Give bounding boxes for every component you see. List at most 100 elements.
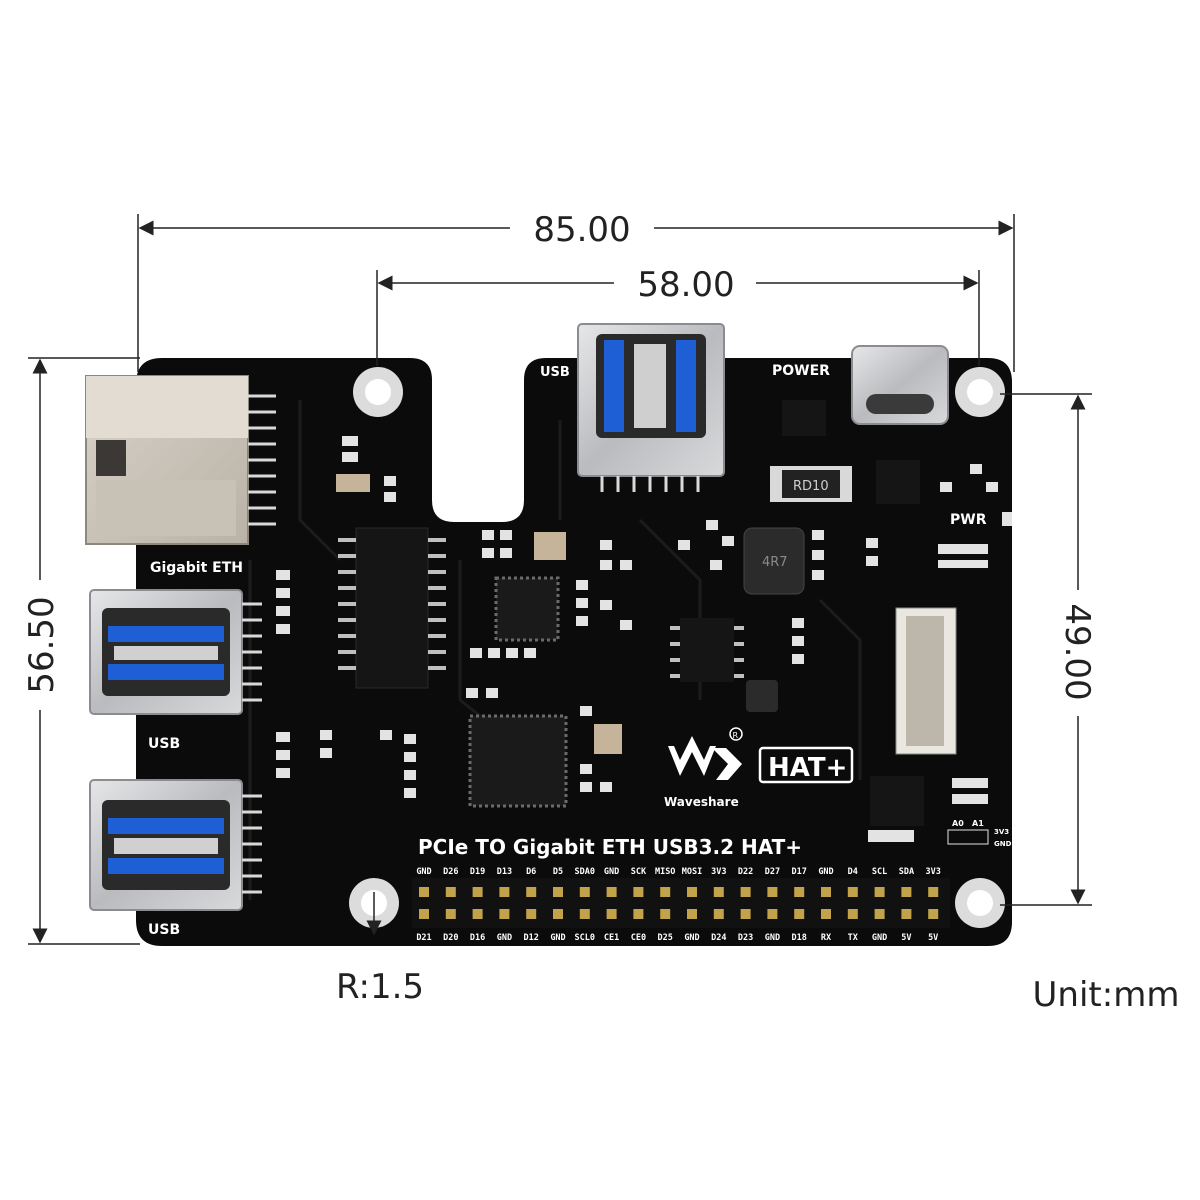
gpio-label-top: D22 — [738, 867, 753, 877]
gpio-pin-top — [660, 887, 671, 897]
chip-right-upper — [876, 460, 920, 504]
gpio-label-top: SDA — [899, 867, 914, 877]
gpio-label-bottom: D12 — [524, 933, 539, 943]
gpio-label-top: GND — [818, 867, 833, 877]
gpio-pin-bottom — [767, 909, 778, 919]
inductor — [743, 527, 805, 595]
gpio-label-top: SCL — [872, 867, 887, 877]
gpio-header-body — [412, 878, 950, 928]
gpio-pin-top — [445, 887, 456, 897]
gpio-label-bottom: GND — [765, 933, 780, 943]
gpio-pin-bottom — [472, 909, 483, 919]
gpio-label-top: 3V3 — [711, 867, 726, 877]
dim-height-overall: 56.50 — [22, 596, 62, 693]
gpio-pin-bottom — [687, 909, 697, 919]
chip-power-regulator — [782, 400, 826, 436]
gpio-pin-bottom — [445, 909, 456, 919]
gpio-label-bottom: D24 — [711, 933, 726, 943]
gpio-pin-top — [928, 887, 939, 897]
gpio-label-bottom: RX — [821, 933, 831, 943]
crystal-1 — [534, 532, 566, 560]
gpio-header — [412, 878, 950, 928]
crystal-2 — [594, 724, 622, 754]
crystal-3 — [336, 474, 370, 492]
gpio-pin-bottom — [847, 909, 858, 919]
hat-badge — [758, 746, 854, 784]
gpio-pin-bottom — [553, 909, 563, 919]
gpio-label-bottom: D20 — [443, 933, 458, 943]
gpio-label-top: GND — [416, 867, 431, 877]
label-a0: A0 — [952, 819, 964, 828]
gpio-pin-top — [553, 887, 563, 897]
gpio-pin-top — [419, 887, 429, 897]
usb-port-left-upper — [89, 589, 262, 715]
gpio-label-top: MOSI — [682, 867, 702, 877]
gpio-label-bottom: GND — [550, 933, 565, 943]
label-usb-top: USB — [540, 365, 570, 380]
mounting-holes — [349, 367, 1005, 928]
gpio-label-bottom: GND — [684, 933, 699, 943]
gpio-pin-top — [499, 887, 510, 897]
gpio-pin-bottom — [606, 909, 617, 919]
gpio-pin-top — [901, 887, 912, 897]
gpio-label-top: D27 — [765, 867, 780, 877]
gpio-label-bottom: D18 — [792, 933, 807, 943]
label-usb-left-2: USB — [148, 922, 180, 938]
gpio-pin-bottom — [713, 909, 724, 919]
label-gigabit-eth: Gigabit ETH — [150, 560, 243, 576]
gpio-label-bottom: CE0 — [631, 933, 646, 943]
gpio-pin-bottom — [928, 909, 939, 919]
smd-passives — [276, 436, 998, 842]
gpio-label-top: GND — [604, 867, 619, 877]
gpio-label-bottom: GND — [872, 933, 887, 943]
gpio-label-top: D19 — [470, 867, 485, 877]
label-gnd: GND — [994, 840, 1012, 848]
gpio-pin-bottom — [901, 909, 912, 919]
gpio-label-bottom: SCL0 — [575, 933, 595, 943]
label-3v3: 3V3 — [994, 828, 1009, 836]
usb-port-left-lower — [89, 779, 262, 911]
gpio-pin-bottom — [874, 909, 885, 919]
dim-width-holes: 58.00 — [637, 265, 734, 305]
gpio-label-bottom: D16 — [470, 933, 485, 943]
gpio-label-bottom: 5V — [901, 933, 911, 943]
product-title: PCIe TO Gigabit ETH USB3.2 HAT+ — [418, 835, 802, 859]
gpio-pin-top — [847, 887, 858, 897]
ic-chips: 4R7 RD10 — [336, 400, 957, 826]
svg-text:4R7: 4R7 — [762, 555, 788, 570]
usb-c-power-connector — [851, 345, 949, 425]
svg-text:R: R — [733, 731, 739, 740]
dim-width-overall: 85.00 — [533, 210, 630, 250]
gpio-pin-top — [606, 887, 617, 897]
gpio-pin-top — [821, 887, 831, 897]
dim-radius: R:1.5 — [336, 967, 424, 1007]
chip-eeprom — [870, 776, 924, 826]
gpio-pin-bottom — [419, 909, 429, 919]
gpio-label-top: 3V3 — [926, 867, 941, 877]
ethernet-jack — [85, 375, 276, 545]
gpio-label-top: SDA0 — [575, 867, 595, 877]
gpio-pin-top — [687, 887, 697, 897]
label-pwr: PWR — [950, 512, 987, 528]
gpio-label-top: D13 — [497, 867, 512, 877]
gpio-label-top: MISO — [655, 867, 675, 877]
gpio-label-top: SCK — [631, 867, 647, 877]
gpio-pin-top — [794, 887, 805, 897]
label-hat: HAT+ — [768, 753, 847, 783]
gpio-pin-top — [526, 887, 537, 897]
dimension-height-overall — [28, 357, 140, 945]
pwr-led — [1002, 512, 1012, 526]
gpio-pin-top — [472, 887, 483, 897]
gpio-pin-top — [579, 887, 590, 897]
gpio-pin-bottom — [794, 909, 805, 919]
dimension-width-holes — [376, 270, 980, 366]
gpio-pin-bottom — [740, 909, 751, 919]
gpio-label-top: D17 — [792, 867, 807, 877]
waveshare-logo: R — [668, 727, 743, 780]
label-a1: A1 — [972, 819, 984, 828]
chip-soic-center — [680, 618, 734, 682]
gpio-label-top: D6 — [526, 867, 536, 877]
chip-transformer — [355, 527, 429, 689]
